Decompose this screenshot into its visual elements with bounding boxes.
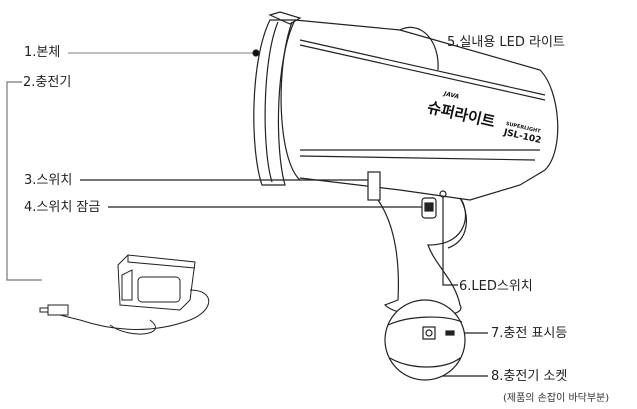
label-led-switch: 6.LED스위치	[459, 279, 533, 294]
label-charger: 2.충전기	[23, 75, 72, 90]
label-switch: 3.스위치	[24, 173, 73, 188]
label-charge-indicator: 7.충전 표시등	[491, 326, 568, 341]
charger-drawing	[39, 254, 210, 335]
label-switch-lock: 4.스위치 잠금	[24, 200, 101, 215]
print-name-ko: 슈퍼라이트	[426, 98, 497, 131]
label-indoor-led: 5.실내용 LED 라이트	[447, 35, 565, 50]
label-body: 1.본체	[24, 45, 61, 60]
flashlight-body	[253, 11, 559, 381]
leader-dot	[252, 49, 260, 57]
leader-charger	[6, 81, 42, 281]
print-brand: JAVA	[442, 90, 460, 101]
label-socket-note: (제품의 손잡이 바닥부분)	[503, 393, 610, 404]
label-charger-socket: 8.충전기 소켓	[491, 369, 568, 384]
